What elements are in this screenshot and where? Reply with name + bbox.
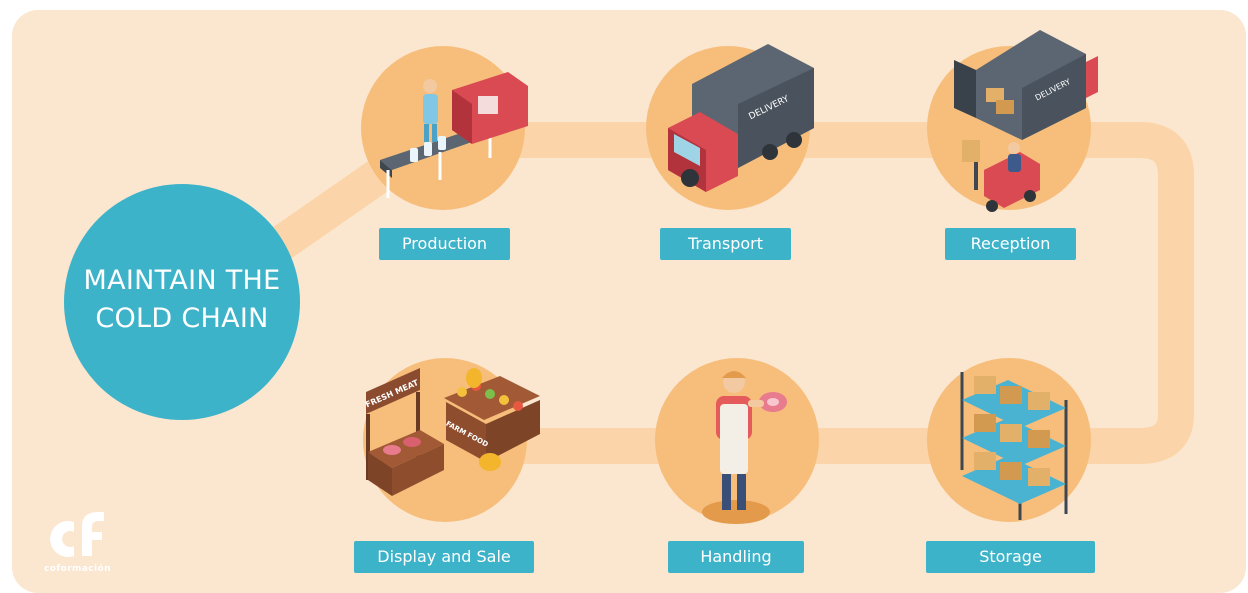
transport-label: Transport bbox=[660, 228, 791, 260]
hub-circle bbox=[64, 184, 300, 420]
conveyor-production-icon bbox=[380, 72, 528, 198]
display-and-sale-label: Display and Sale bbox=[354, 541, 534, 573]
reception-label: Reception bbox=[945, 228, 1076, 260]
storage-label: Storage bbox=[926, 541, 1095, 573]
logo-wordmark: coformación bbox=[44, 564, 111, 574]
connector-path bbox=[182, 122, 1194, 464]
production-label: Production bbox=[379, 228, 510, 260]
warehouse-shelves-icon bbox=[960, 372, 1068, 520]
handling-label: Handling bbox=[668, 541, 804, 573]
coformacion-logo bbox=[50, 512, 104, 557]
hub-title: MAINTAIN THE COLD CHAIN bbox=[83, 265, 281, 334]
delivery-truck-icon: DELIVERY bbox=[668, 44, 814, 192]
truck-unloading-forklift-icon: DELIVERY bbox=[954, 30, 1098, 212]
worker-handling-meat-icon bbox=[702, 371, 787, 524]
